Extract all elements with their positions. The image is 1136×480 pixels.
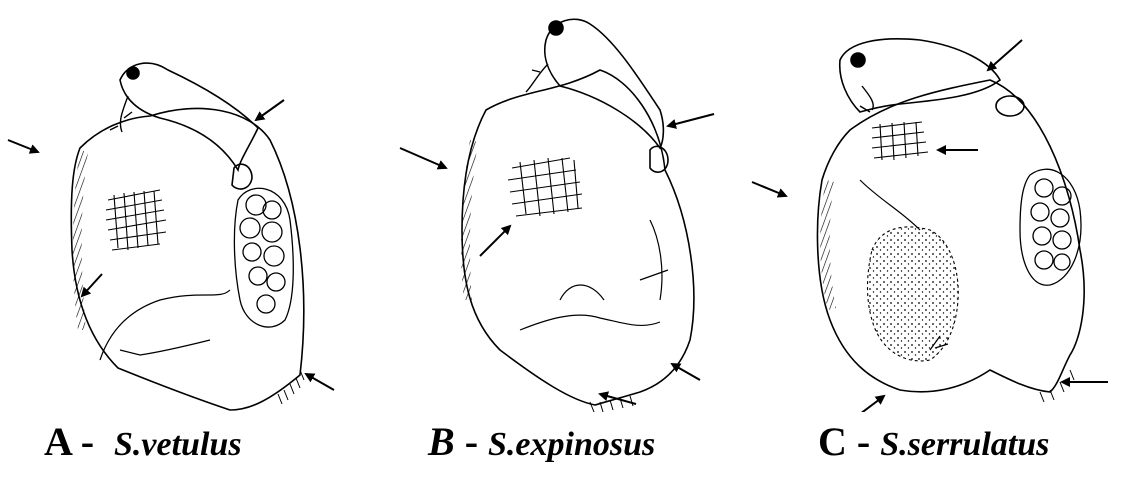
arrow-a1 <box>8 140 38 152</box>
specimen-c-eye <box>851 53 865 67</box>
specimen-b-carapace <box>462 70 694 405</box>
arrow-b3 <box>480 226 510 256</box>
specimen-a-eggs <box>234 188 293 327</box>
arrow-c1 <box>988 40 1022 70</box>
specimen-a-arrows <box>8 100 334 412</box>
specimen-b-reticulation <box>508 158 582 216</box>
specimen-b-head <box>545 19 664 148</box>
arrow-b4 <box>672 364 700 380</box>
species-comparison-figure <box>0 0 1136 412</box>
specimen-a-eye <box>127 67 139 79</box>
caption-a-letter: A <box>44 419 71 464</box>
arrow-a3 <box>82 274 102 296</box>
specimen-c-head <box>840 39 1000 112</box>
specimen-a-reticulation <box>106 190 166 250</box>
specimen-a-margin-hatch <box>73 150 88 330</box>
specimen-a-carapace <box>71 108 303 410</box>
specimen-c-gut <box>868 227 959 361</box>
specimen-c-carapace <box>817 80 1084 392</box>
specimen-a-drawing <box>71 63 304 410</box>
caption-b-separator: - <box>455 419 488 464</box>
specimen-b-margin-hatch <box>461 140 478 300</box>
caption-c: C - S.serrulatus <box>818 418 1049 469</box>
caption-c-separator: - <box>847 419 880 464</box>
arrow-a2 <box>256 100 284 120</box>
caption-a-separator: - <box>71 419 114 464</box>
caption-a-species: S.vetulus <box>114 426 242 463</box>
caption-b-species: S.expinosus <box>488 426 655 463</box>
arrow-b1 <box>400 148 446 168</box>
caption-a: A - S.vetulus <box>44 418 242 469</box>
specimen-c-eggs <box>1020 169 1081 285</box>
specimen-c-reticulation <box>872 122 928 160</box>
caption-b: B - S.expinosus <box>428 418 655 469</box>
caption-c-letter: C <box>818 419 847 464</box>
specimen-b-eye <box>549 21 563 35</box>
caption-b-letter: B <box>428 419 455 464</box>
arrow-c5 <box>852 396 884 412</box>
specimen-b-drawing <box>461 19 694 412</box>
arrow-c3 <box>752 182 786 196</box>
specimen-b-arrows <box>400 114 714 404</box>
specimen-c-drawing <box>817 39 1084 402</box>
arrow-a4 <box>306 374 334 390</box>
arrow-b2 <box>668 114 714 126</box>
caption-c-species: S.serrulatus <box>880 426 1049 463</box>
